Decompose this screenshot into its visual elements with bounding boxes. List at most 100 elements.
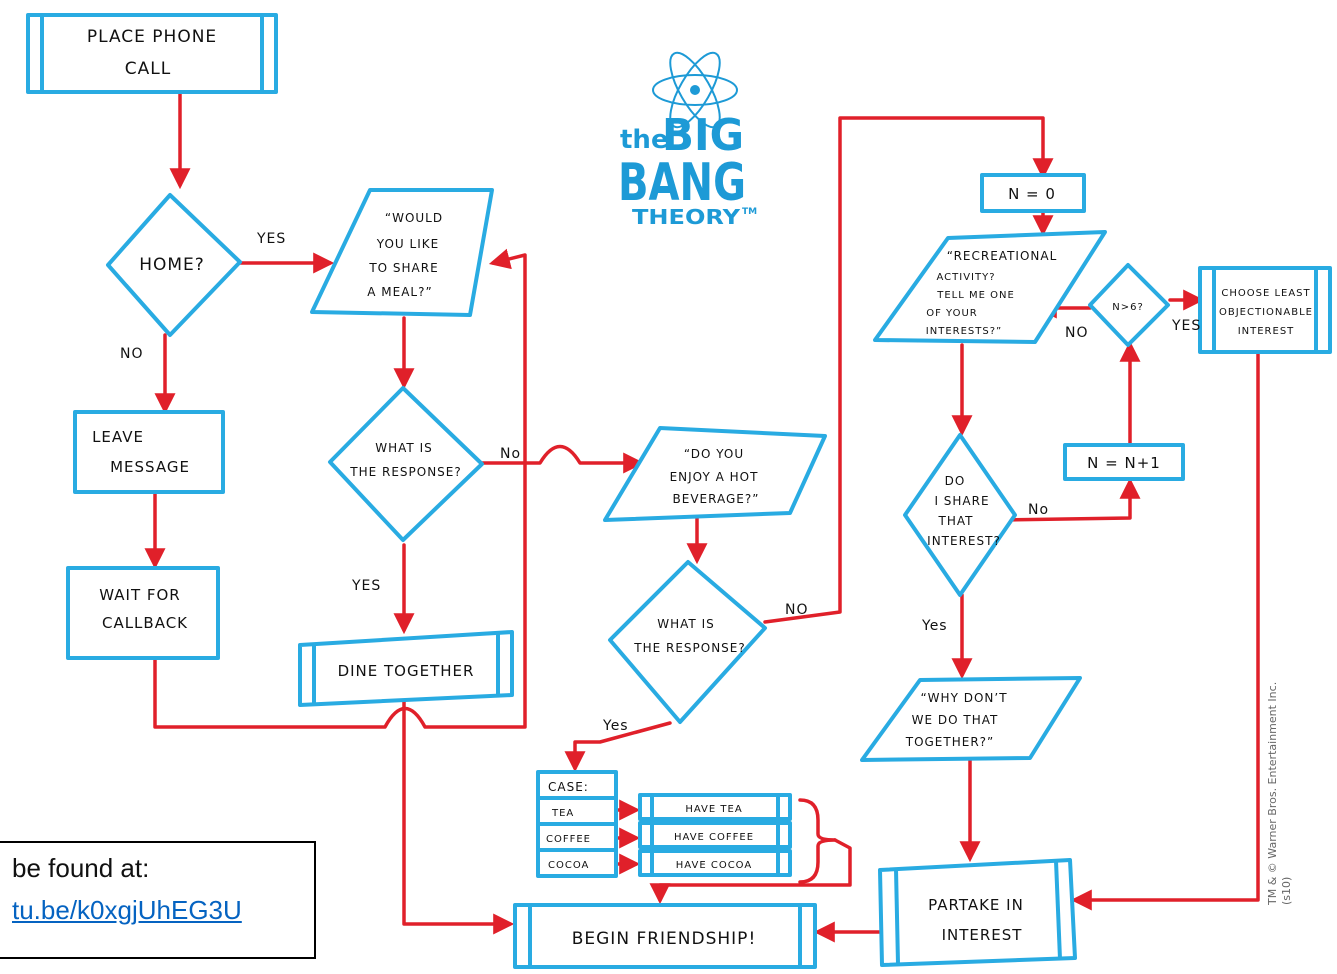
- node-have-tea: HAVE TEA: [638, 793, 792, 821]
- label-begin: BEGIN FRIENDSHIP!: [572, 929, 757, 949]
- label-bev-3: BEVERAGE?”: [673, 492, 760, 506]
- logo-theory: THEORY: [632, 205, 741, 229]
- logo-bang: BANG: [618, 153, 746, 213]
- label-bev-2: ENJOY A HOT: [670, 470, 759, 484]
- atom-icon: [652, 51, 738, 129]
- caption-text: be found at:: [12, 853, 150, 883]
- copyright-notice: TM & © Warner Bros. Entertainment Inc. (…: [1266, 682, 1293, 906]
- label-share-4: INTEREST?: [927, 534, 1001, 548]
- arrow-least-to-partake: [1070, 350, 1260, 911]
- label-share-meal-3: TO SHARE: [368, 261, 438, 275]
- arrow-wait-loop: [153, 248, 527, 729]
- label-share-1: DO: [945, 474, 966, 488]
- node-why-dont: “WHY DON’T WE DO THAT TOGETHER?”: [860, 676, 1082, 762]
- label-have-cocoa: HAVE COCOA: [676, 860, 752, 871]
- node-dine-together: DINE TOGETHER: [298, 630, 514, 707]
- label-least-2: OBJECTIONABLE: [1219, 307, 1313, 318]
- label-case-cocoa: COCOA: [548, 860, 589, 871]
- arrow-response2-yes: [564, 721, 672, 773]
- label-least-3: INTEREST: [1238, 326, 1295, 337]
- node-begin-friendship: BEGIN FRIENDSHIP!: [513, 903, 817, 969]
- video-caption-box: be found at: tu.be/k0xgjUhEG3U: [0, 841, 316, 959]
- copyright-code: (s10): [1280, 877, 1293, 905]
- label-partake-1: PARTAKE IN: [928, 896, 1024, 914]
- label-rec-2: ACTIVITY?: [936, 272, 995, 283]
- edge-label-share-no: No: [1028, 502, 1049, 518]
- node-share-interest: DO I SHARE THAT INTEREST?: [903, 433, 1017, 597]
- node-response1-decision: WHAT IS THE RESPONSE?: [328, 386, 484, 542]
- logo-tm: TM: [742, 207, 757, 217]
- label-least-1: CHOOSE LEAST: [1221, 288, 1310, 299]
- arrow-brace-tail: [649, 838, 852, 905]
- node-n-increment: N = N+1: [1063, 443, 1185, 481]
- edge-label-check-no: NO: [1065, 325, 1089, 341]
- edge-label-check-yes: YES: [1171, 318, 1201, 334]
- node-recreational: “RECREATIONAL ACTIVITY? TELL ME ONE OF Y…: [873, 230, 1107, 344]
- label-wait-2: CALLBACK: [102, 614, 188, 632]
- label-have-coffee: HAVE COFFEE: [674, 832, 754, 843]
- node-share-meal: “WOULD YOU LIKE TO SHARE A MEAL?”: [310, 188, 494, 317]
- node-hot-beverage: “DO YOU ENJOY A HOT BEVERAGE?”: [603, 426, 827, 522]
- edge-label-home-yes: YES: [256, 231, 286, 247]
- label-place-call-1: PLACE PHONE: [87, 27, 217, 47]
- node-least-objectionable: CHOOSE LEAST OBJECTIONABLE INTEREST: [1198, 266, 1332, 354]
- copyright-text: TM & © Warner Bros. Entertainment Inc.: [1266, 682, 1279, 906]
- label-response2-1: WHAT IS: [657, 617, 714, 631]
- label-wait-1: WAIT FOR: [99, 586, 180, 604]
- label-why-3: TOGETHER?”: [905, 735, 995, 749]
- label-partake-2: INTEREST: [942, 926, 1023, 944]
- label-rec-3: TELL ME ONE: [936, 290, 1015, 301]
- arrow-response1-no: [480, 444, 645, 474]
- label-have-tea: HAVE TEA: [685, 804, 742, 815]
- label-why-1: “WHY DON’T: [920, 691, 1007, 705]
- label-rec-1: “RECREATIONAL: [947, 249, 1058, 263]
- label-response1-2: THE RESPONSE?: [349, 465, 462, 479]
- caption-link[interactable]: tu.be/k0xgjUhEG3U: [12, 895, 242, 925]
- label-n-inc: N = N+1: [1087, 454, 1161, 472]
- edge-label-response2-no: NO: [785, 602, 809, 618]
- node-home-decision: HOME?: [106, 193, 242, 337]
- edge-label-response1-yes: YES: [351, 578, 381, 594]
- arrow-response2-no: [763, 116, 1054, 624]
- label-case-head: CASE:: [548, 780, 589, 794]
- arrow-dine-to-begin: [402, 698, 515, 935]
- edge-label-home-no: NO: [120, 346, 144, 362]
- node-have-coffee: HAVE COFFEE: [638, 821, 792, 849]
- edge-label-share-yes: Yes: [921, 618, 948, 634]
- label-place-call-2: CALL: [125, 59, 171, 79]
- node-case-table: CASE: TEA COFFEE COCOA: [536, 770, 618, 878]
- label-rec-5: INTERESTS?”: [926, 326, 1002, 337]
- label-n0: N = 0: [1008, 185, 1056, 203]
- big-bang-theory-logo: the BIG BANG THEORY TM: [618, 51, 757, 229]
- label-leave-2: MESSAGE: [110, 458, 190, 476]
- label-share-3: THAT: [938, 514, 974, 528]
- arrow-brace-to-begin: [798, 798, 837, 884]
- edge-label-response2-yes: Yes: [602, 718, 629, 734]
- label-bev-1: “DO YOU: [684, 447, 744, 461]
- label-share-meal-1: “WOULD: [385, 211, 443, 225]
- label-why-2: WE DO THAT: [912, 713, 999, 727]
- label-response2-2: THE RESPONSE?: [633, 641, 746, 655]
- label-leave-1: LEAVE: [92, 428, 144, 446]
- label-share-meal-2: YOU LIKE: [376, 237, 439, 251]
- label-share-2: I SHARE: [934, 494, 989, 508]
- label-home: HOME?: [139, 255, 205, 275]
- label-dine: DINE TOGETHER: [338, 662, 475, 680]
- arrow-share-no: [1001, 477, 1141, 522]
- label-share-meal-4: A MEAL?”: [367, 285, 432, 299]
- logo-the: the: [620, 125, 669, 155]
- node-response2-decision: WHAT IS THE RESPONSE?: [608, 560, 767, 724]
- node-wait-callback: WAIT FOR CALLBACK: [66, 566, 220, 660]
- node-n-zero: N = 0: [980, 173, 1086, 213]
- label-rec-4: OF YOUR: [926, 308, 978, 319]
- flow-arrows: [144, 90, 1260, 943]
- edge-label-response1-no: No: [500, 446, 521, 462]
- edge-labels: YES NO No YES NO Yes NO YES No Yes: [120, 231, 1201, 734]
- node-n-check: N>6?: [1088, 263, 1170, 347]
- label-case-coffee: COFFEE: [546, 834, 591, 845]
- node-partake: PARTAKE IN INTEREST: [878, 858, 1077, 967]
- node-have-cocoa: HAVE COCOA: [638, 849, 792, 877]
- node-place-call: PLACE PHONE CALL: [26, 13, 278, 94]
- label-response1-1: WHAT IS: [375, 441, 432, 455]
- label-case-tea: TEA: [551, 808, 574, 819]
